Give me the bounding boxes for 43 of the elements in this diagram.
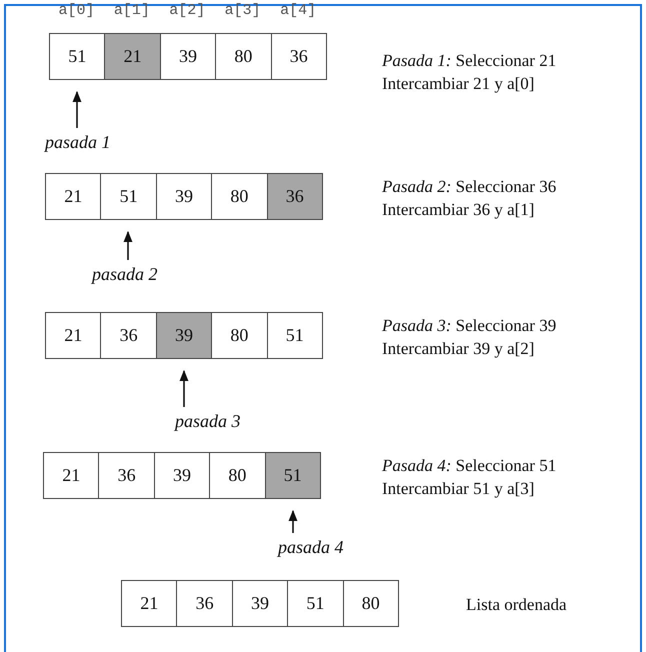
- array-cell: 36: [176, 580, 233, 627]
- array-cell: 21: [121, 580, 178, 627]
- swap-description: Intercambiar 39 y a[2]: [382, 339, 534, 359]
- array-cell: 80: [342, 580, 399, 627]
- index-label: a[4]: [279, 2, 318, 19]
- array-cell: 80: [215, 33, 272, 80]
- index-label: a[0]: [57, 2, 96, 19]
- index-label: a[1]: [112, 2, 151, 19]
- array-cell: 51: [266, 312, 323, 359]
- array-cell: 39: [160, 33, 216, 80]
- array-cell: 39: [232, 580, 288, 627]
- array-cell: 80: [209, 452, 266, 499]
- swap-description: Intercambiar 36 y a[1]: [382, 200, 534, 220]
- sorted-list-label: Lista ordenada: [466, 595, 567, 615]
- selected-array-cell: 21: [104, 33, 161, 80]
- selected-array-cell: 39: [156, 312, 212, 359]
- array-cell: 51: [49, 33, 106, 80]
- array-cell: 36: [270, 33, 327, 80]
- array-cell: 80: [211, 312, 268, 359]
- array-cell: 21: [45, 312, 102, 359]
- array-cell: 51: [287, 580, 344, 627]
- array-cell: 21: [43, 452, 100, 499]
- selected-array-cell: 51: [264, 452, 321, 499]
- pass-description: Pasada 2: Seleccionar 36: [382, 177, 556, 197]
- arrow: [72, 90, 82, 128]
- pass-description: Pasada 3: Seleccionar 39: [382, 316, 556, 336]
- index-label: a[3]: [224, 2, 262, 19]
- array-cell: 36: [100, 312, 157, 359]
- array-cell: 39: [156, 173, 212, 220]
- arrow: [124, 230, 132, 260]
- swap-description: Intercambiar 51 y a[3]: [382, 479, 534, 499]
- pass-description: Pasada 1: Seleccionar 21: [382, 51, 556, 71]
- swap-description: Intercambiar 21 y a[0]: [382, 74, 534, 94]
- index-label: a[2]: [168, 2, 206, 19]
- arrow: [180, 370, 188, 407]
- array-cell: 80: [211, 173, 268, 220]
- array-cell: 36: [98, 452, 155, 499]
- selected-array-cell: 36: [266, 173, 323, 220]
- array-cell: 51: [100, 173, 157, 220]
- arrow: [288, 510, 298, 533]
- array-cell: 21: [45, 173, 102, 220]
- array-cell: 39: [154, 452, 210, 499]
- pass-description: Pasada 4: Seleccionar 51: [382, 456, 556, 476]
